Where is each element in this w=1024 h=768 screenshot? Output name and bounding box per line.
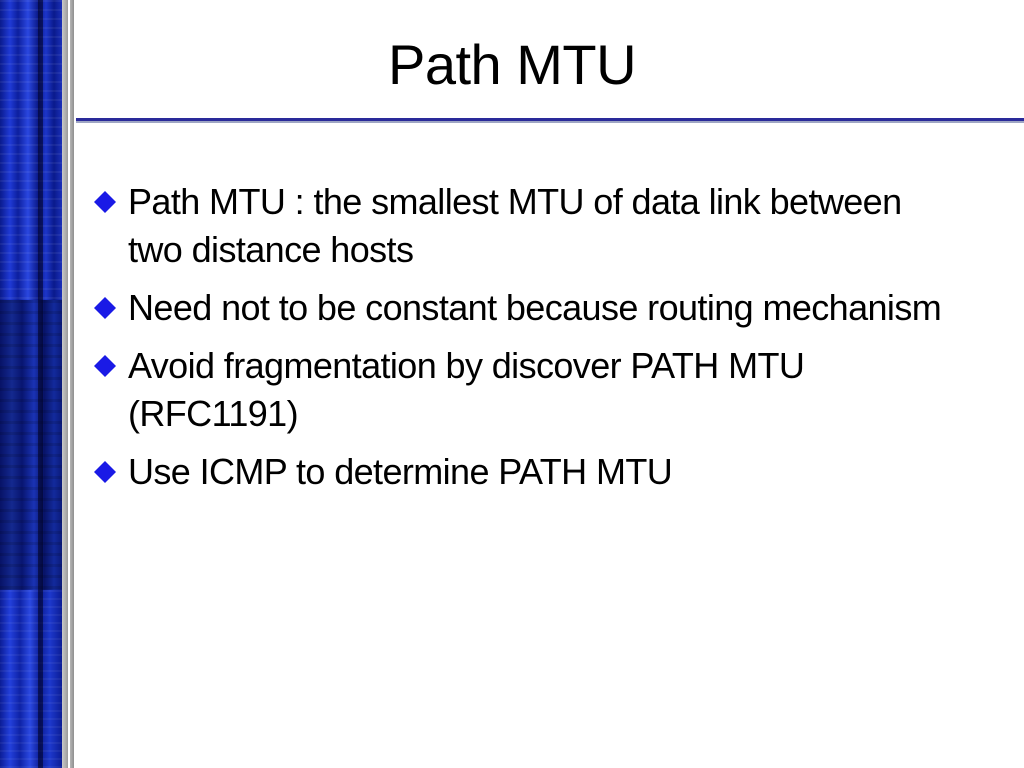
bullet-text: Use ICMP to determine PATH MTU bbox=[128, 451, 673, 492]
bullet-text: Need not to be constant because routing … bbox=[128, 287, 942, 328]
side-border-line bbox=[62, 0, 68, 768]
slide-title: Path MTU bbox=[387, 33, 637, 96]
diamond-bullet-icon bbox=[94, 191, 116, 213]
diamond-bullet-icon bbox=[94, 461, 116, 483]
title-underline bbox=[76, 118, 1024, 121]
bullet-item: Need not to be constant because routing … bbox=[92, 284, 952, 332]
bullet-item: Path MTU : the smallest MTU of data link… bbox=[92, 178, 952, 274]
bullet-text: Avoid fragmentation by discover PATH MTU… bbox=[128, 345, 805, 434]
diamond-bullet-icon bbox=[94, 355, 116, 377]
bullet-item: Use ICMP to determine PATH MTU bbox=[92, 448, 952, 496]
side-decorative-band bbox=[0, 0, 62, 768]
side-border-line bbox=[70, 0, 74, 768]
bullet-list: Path MTU : the smallest MTU of data link… bbox=[92, 178, 952, 506]
bullet-text: Path MTU : the smallest MTU of data link… bbox=[128, 181, 902, 270]
diamond-bullet-icon bbox=[94, 297, 116, 319]
bullet-item: Avoid fragmentation by discover PATH MTU… bbox=[92, 342, 952, 438]
